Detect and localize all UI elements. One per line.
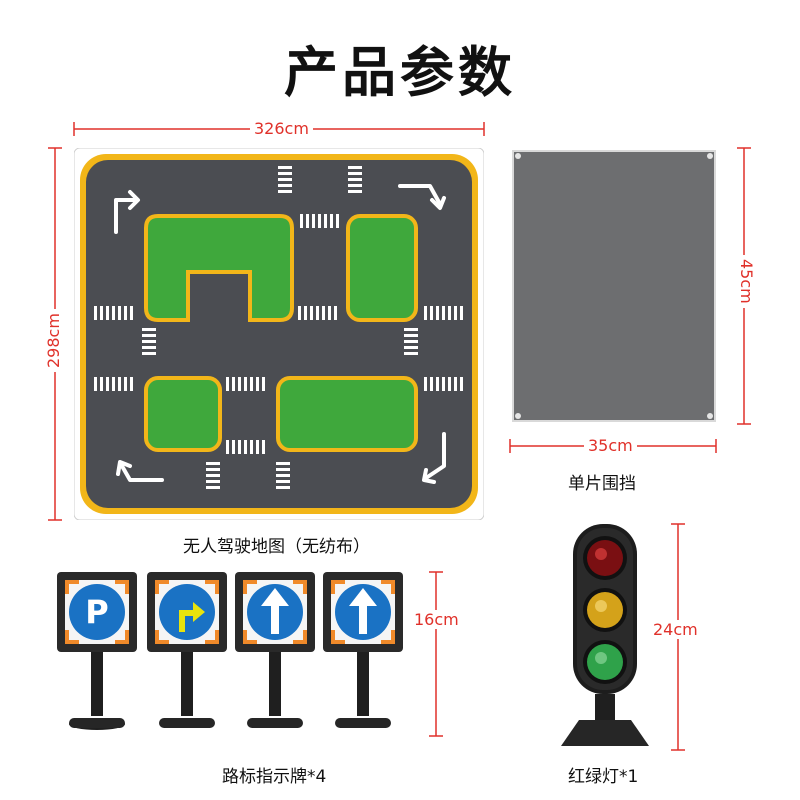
grommet-icon (515, 153, 521, 159)
barrier-width-label: 35cm (584, 436, 637, 455)
page-title: 产品参数 (284, 41, 516, 104)
grass-block-tall (346, 214, 418, 322)
signs-caption: 路标指示牌*4 (222, 767, 327, 787)
barrier-caption: 单片围挡 (568, 474, 636, 494)
traffic-light-caption: 红绿灯*1 (568, 767, 639, 787)
signs-height-label: 16cm (410, 610, 463, 629)
traffic-light (561, 524, 649, 746)
barrier-panel (512, 150, 716, 422)
grommet-icon (515, 413, 521, 419)
map-caption: 无人驾驶地图（无纺布） (183, 537, 370, 557)
road-arrow-tl (114, 198, 136, 234)
driving-map (74, 148, 484, 520)
barrier-height-label: 45cm (737, 255, 756, 308)
grass-block-small (144, 376, 222, 452)
road-sign-parking: P (57, 572, 137, 730)
svg-text:P: P (85, 593, 108, 631)
road-sign-straight (235, 572, 315, 728)
map-width-label: 326cm (250, 119, 313, 138)
road-signs-group: P (55, 570, 405, 740)
grommet-icon (707, 153, 713, 159)
road-sign-turn-right (147, 572, 227, 728)
straight-arrow-icon (261, 588, 289, 634)
crosswalks (94, 166, 463, 489)
grommet-icon (707, 413, 713, 419)
map-height-label: 298cm (44, 309, 63, 372)
straight-arrow-icon (349, 588, 377, 634)
grass-block-u (144, 214, 294, 322)
turn-right-arrow-icon (179, 602, 205, 632)
parking-p-icon (69, 584, 125, 640)
grass-block-wide (276, 376, 418, 452)
road-sign-straight-2 (323, 572, 403, 728)
road-arrows (114, 184, 446, 484)
traffic-light-height-label: 24cm (649, 620, 702, 639)
